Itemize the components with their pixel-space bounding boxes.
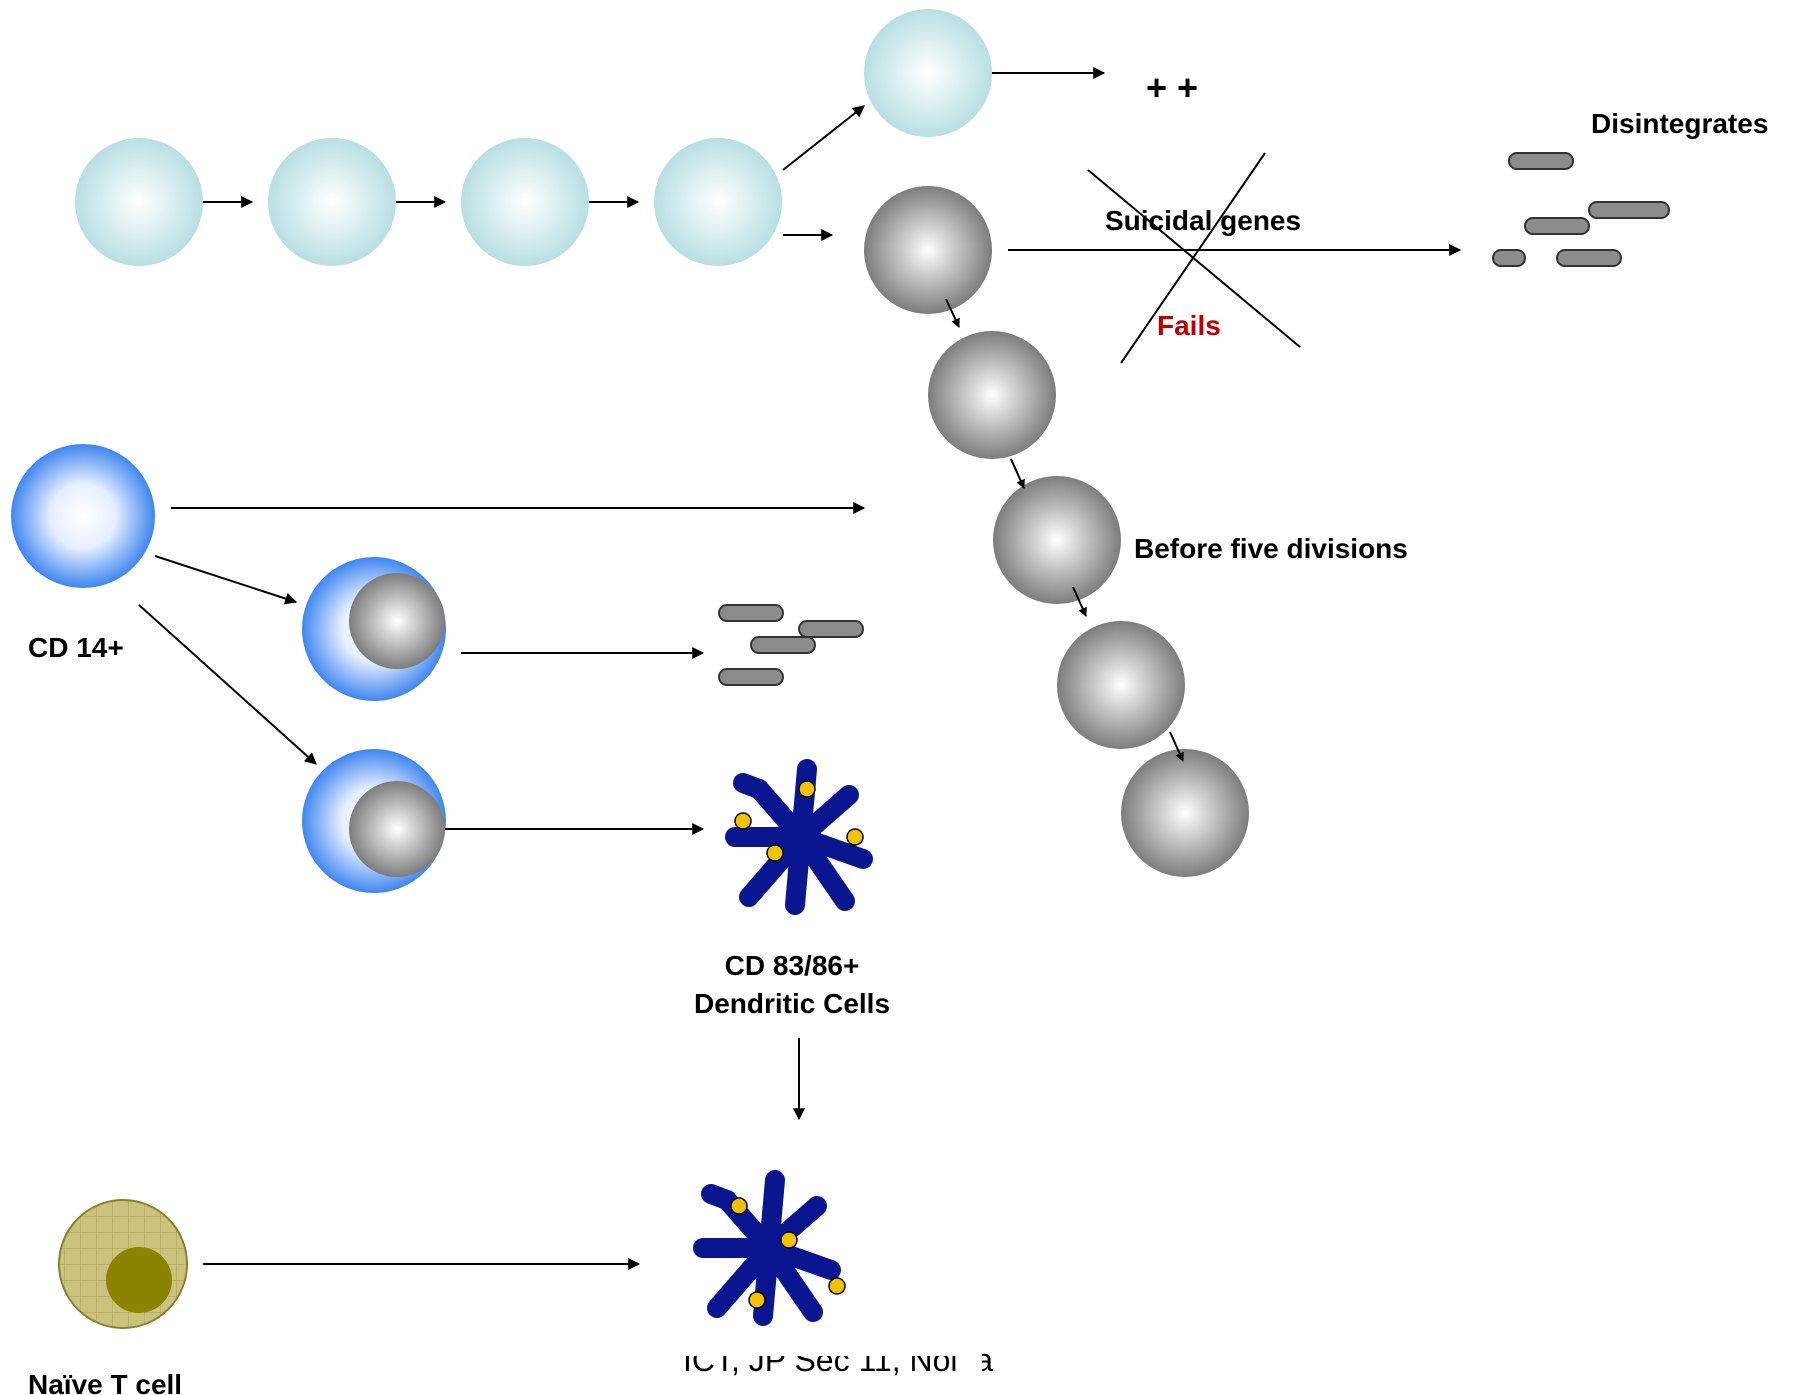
footer-occluder <box>670 1336 980 1356</box>
abnormal-cell-5 <box>1121 749 1249 877</box>
fragment <box>750 636 816 654</box>
antigen <box>798 780 816 798</box>
naive-t-cell <box>58 1199 188 1329</box>
stem-cell-1 <box>75 138 203 266</box>
suicidal-genes-label: Suicidal genes <box>1105 205 1301 236</box>
footer-occluder <box>958 1336 982 1378</box>
plus-plus-label: + + <box>1146 67 1198 108</box>
cross-line <box>1120 152 1266 364</box>
arrow <box>945 298 960 328</box>
fragment <box>718 604 784 622</box>
dendritic-cell-1 <box>725 759 873 915</box>
dendritic-cell-2 <box>693 1170 846 1326</box>
antigen <box>828 1277 846 1295</box>
arrow <box>154 555 298 605</box>
abnormal-cell-3 <box>993 476 1121 604</box>
fragment <box>1508 152 1574 170</box>
fragment <box>1588 201 1670 219</box>
arrow <box>138 604 317 765</box>
stem-cell-3 <box>461 138 589 266</box>
abnormal-cell-4 <box>1057 621 1185 749</box>
arrow <box>1072 586 1087 617</box>
fragment <box>1492 249 1526 267</box>
cross-line <box>1087 169 1301 348</box>
dendritic-cell-label-line2: Dendritic Cells <box>694 988 890 1019</box>
cd14-label: CD 14+ <box>28 632 124 663</box>
stem-cell-5 <box>864 9 992 137</box>
fragment <box>798 620 864 638</box>
abnormal-cell-1 <box>864 186 992 314</box>
before-five-divisions-label: Before five divisions <box>1134 533 1408 564</box>
suicidal-genes-pathway: Suicidal genes Fails Disintegrates <box>1008 108 1768 364</box>
fragment <box>1524 217 1590 235</box>
stem-cell-4 <box>654 138 782 266</box>
naive-t-cell-label: Naïve T cell <box>28 1369 182 1395</box>
antigen <box>734 812 752 830</box>
stem-cell-row: + + <box>75 9 1198 266</box>
disintegrates-label: Disintegrates <box>1591 108 1768 139</box>
cell-fragments <box>1492 152 1670 267</box>
arrow <box>782 105 865 171</box>
dendritic-cell-label-line1: CD 83/86+ <box>725 950 860 981</box>
fragment <box>718 668 784 686</box>
infected-monocyte-1-nucleus <box>349 573 445 669</box>
antigen <box>730 1197 748 1215</box>
monocyte-fragments <box>718 604 864 686</box>
antigen <box>780 1231 798 1249</box>
abnormal-cell-cascade: Before five divisions <box>864 186 1408 877</box>
antigen <box>766 844 784 862</box>
fragment <box>1556 249 1622 267</box>
cd14-monocyte <box>11 444 155 588</box>
fails-label: Fails <box>1157 310 1221 341</box>
t-cell-nucleus <box>106 1247 172 1313</box>
abnormal-cell-2 <box>928 331 1056 459</box>
arrow <box>1169 731 1184 762</box>
arrow <box>1010 458 1025 489</box>
antigen <box>748 1291 766 1309</box>
antigen <box>846 828 864 846</box>
monocyte-pathway: CD 14+ <box>11 444 866 893</box>
infected-monocyte-2-nucleus <box>349 781 445 877</box>
stem-cell-2 <box>268 138 396 266</box>
